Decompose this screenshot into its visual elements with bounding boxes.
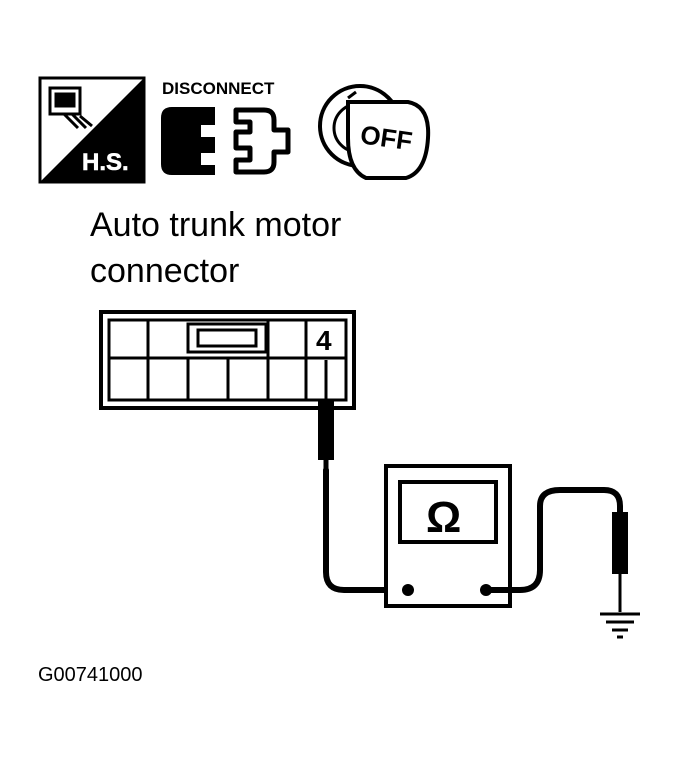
disconnect-label: DISCONNECT: [162, 79, 275, 98]
harness-side-icon: H.S.: [38, 76, 146, 184]
figure-reference-code: G00741000: [38, 664, 143, 686]
probe-wire-positive: [323, 467, 411, 593]
harness-connector-glyph: [48, 86, 93, 130]
ohm-symbol: Ω: [426, 493, 461, 542]
probe-wire-ground: [483, 487, 623, 593]
connector-half-right: [233, 107, 291, 175]
ignition-off-label: OFF: [359, 119, 415, 156]
meter-terminal-positive: [402, 584, 414, 596]
ignition-off-icon: OFF: [318, 84, 431, 180]
test-probe-connector: [318, 360, 334, 470]
diagram-title-line-1: Auto trunk motor: [90, 206, 341, 244]
ground-probe: [612, 512, 628, 612]
connector-pin-label: 4: [316, 325, 332, 356]
ignition-key-glyph: [346, 100, 431, 180]
diagram-title-line-2: connector: [90, 252, 239, 290]
connector-half-left: [161, 107, 215, 175]
disconnect-icon: DISCONNECT: [161, 79, 291, 175]
harness-side-label: H.S.: [82, 149, 129, 176]
ohmmeter: Ω: [384, 464, 512, 608]
ground-symbol-icon: [600, 612, 640, 639]
connector-body: [99, 310, 356, 410]
